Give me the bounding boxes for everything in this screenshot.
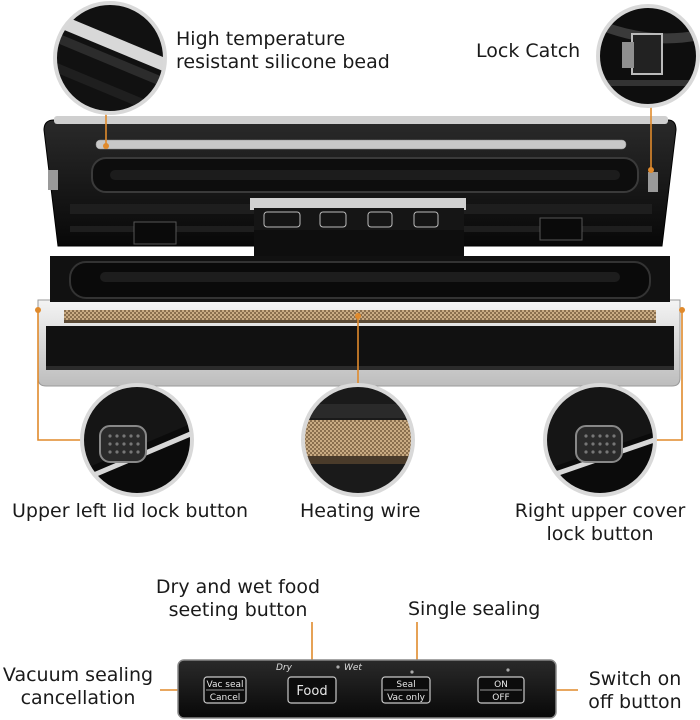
callout-dry-wet-food: Dry and wet food seeting button	[155, 576, 321, 621]
on-label: ON	[494, 680, 508, 690]
callout-vacuum-cancel: Vacuum sealing cancellation	[2, 664, 154, 709]
zoom-upper-left-lock	[80, 383, 194, 497]
zoom-right-upper-lock	[543, 383, 657, 497]
food-label: Food	[296, 684, 327, 699]
callout-switch-on-off: Switch on off button	[588, 668, 682, 713]
seal-vac-only-button[interactable]: Seal Vac only	[381, 676, 431, 704]
vacuum-sealer-body	[37, 116, 681, 387]
vac-only-label: Vac only	[387, 693, 425, 703]
food-button[interactable]: Food	[287, 676, 337, 704]
vac-seal-label: Vac seal	[206, 680, 243, 690]
off-label: OFF	[492, 693, 509, 703]
cancel-label: Cancel	[210, 693, 241, 703]
callout-heating-wire: Heating wire	[300, 500, 421, 522]
callout-lock-catch: Lock Catch	[476, 40, 581, 62]
callout-upper-left-lock: Upper left lid lock button	[12, 500, 249, 522]
callout-silicone-bead: High temperature resistant silicone bead	[176, 28, 390, 73]
on-off-button[interactable]: ON OFF	[477, 676, 525, 704]
control-panel: Dry Wet Vac seal Cancel Food Seal Vac on…	[177, 659, 557, 719]
vac-seal-cancel-button[interactable]: Vac seal Cancel	[203, 676, 247, 704]
seal-label: Seal	[396, 680, 415, 690]
wet-label: Wet	[344, 663, 362, 673]
callout-lines	[37, 104, 683, 691]
callout-right-upper-lock: Right upper cover lock button	[514, 500, 686, 545]
dry-label: Dry	[276, 663, 293, 673]
zoom-silicone-bead	[53, 1, 167, 115]
callout-single-sealing: Single sealing	[408, 598, 541, 620]
zoom-lock-catch	[596, 4, 700, 108]
zoom-heating-wire	[301, 383, 415, 497]
